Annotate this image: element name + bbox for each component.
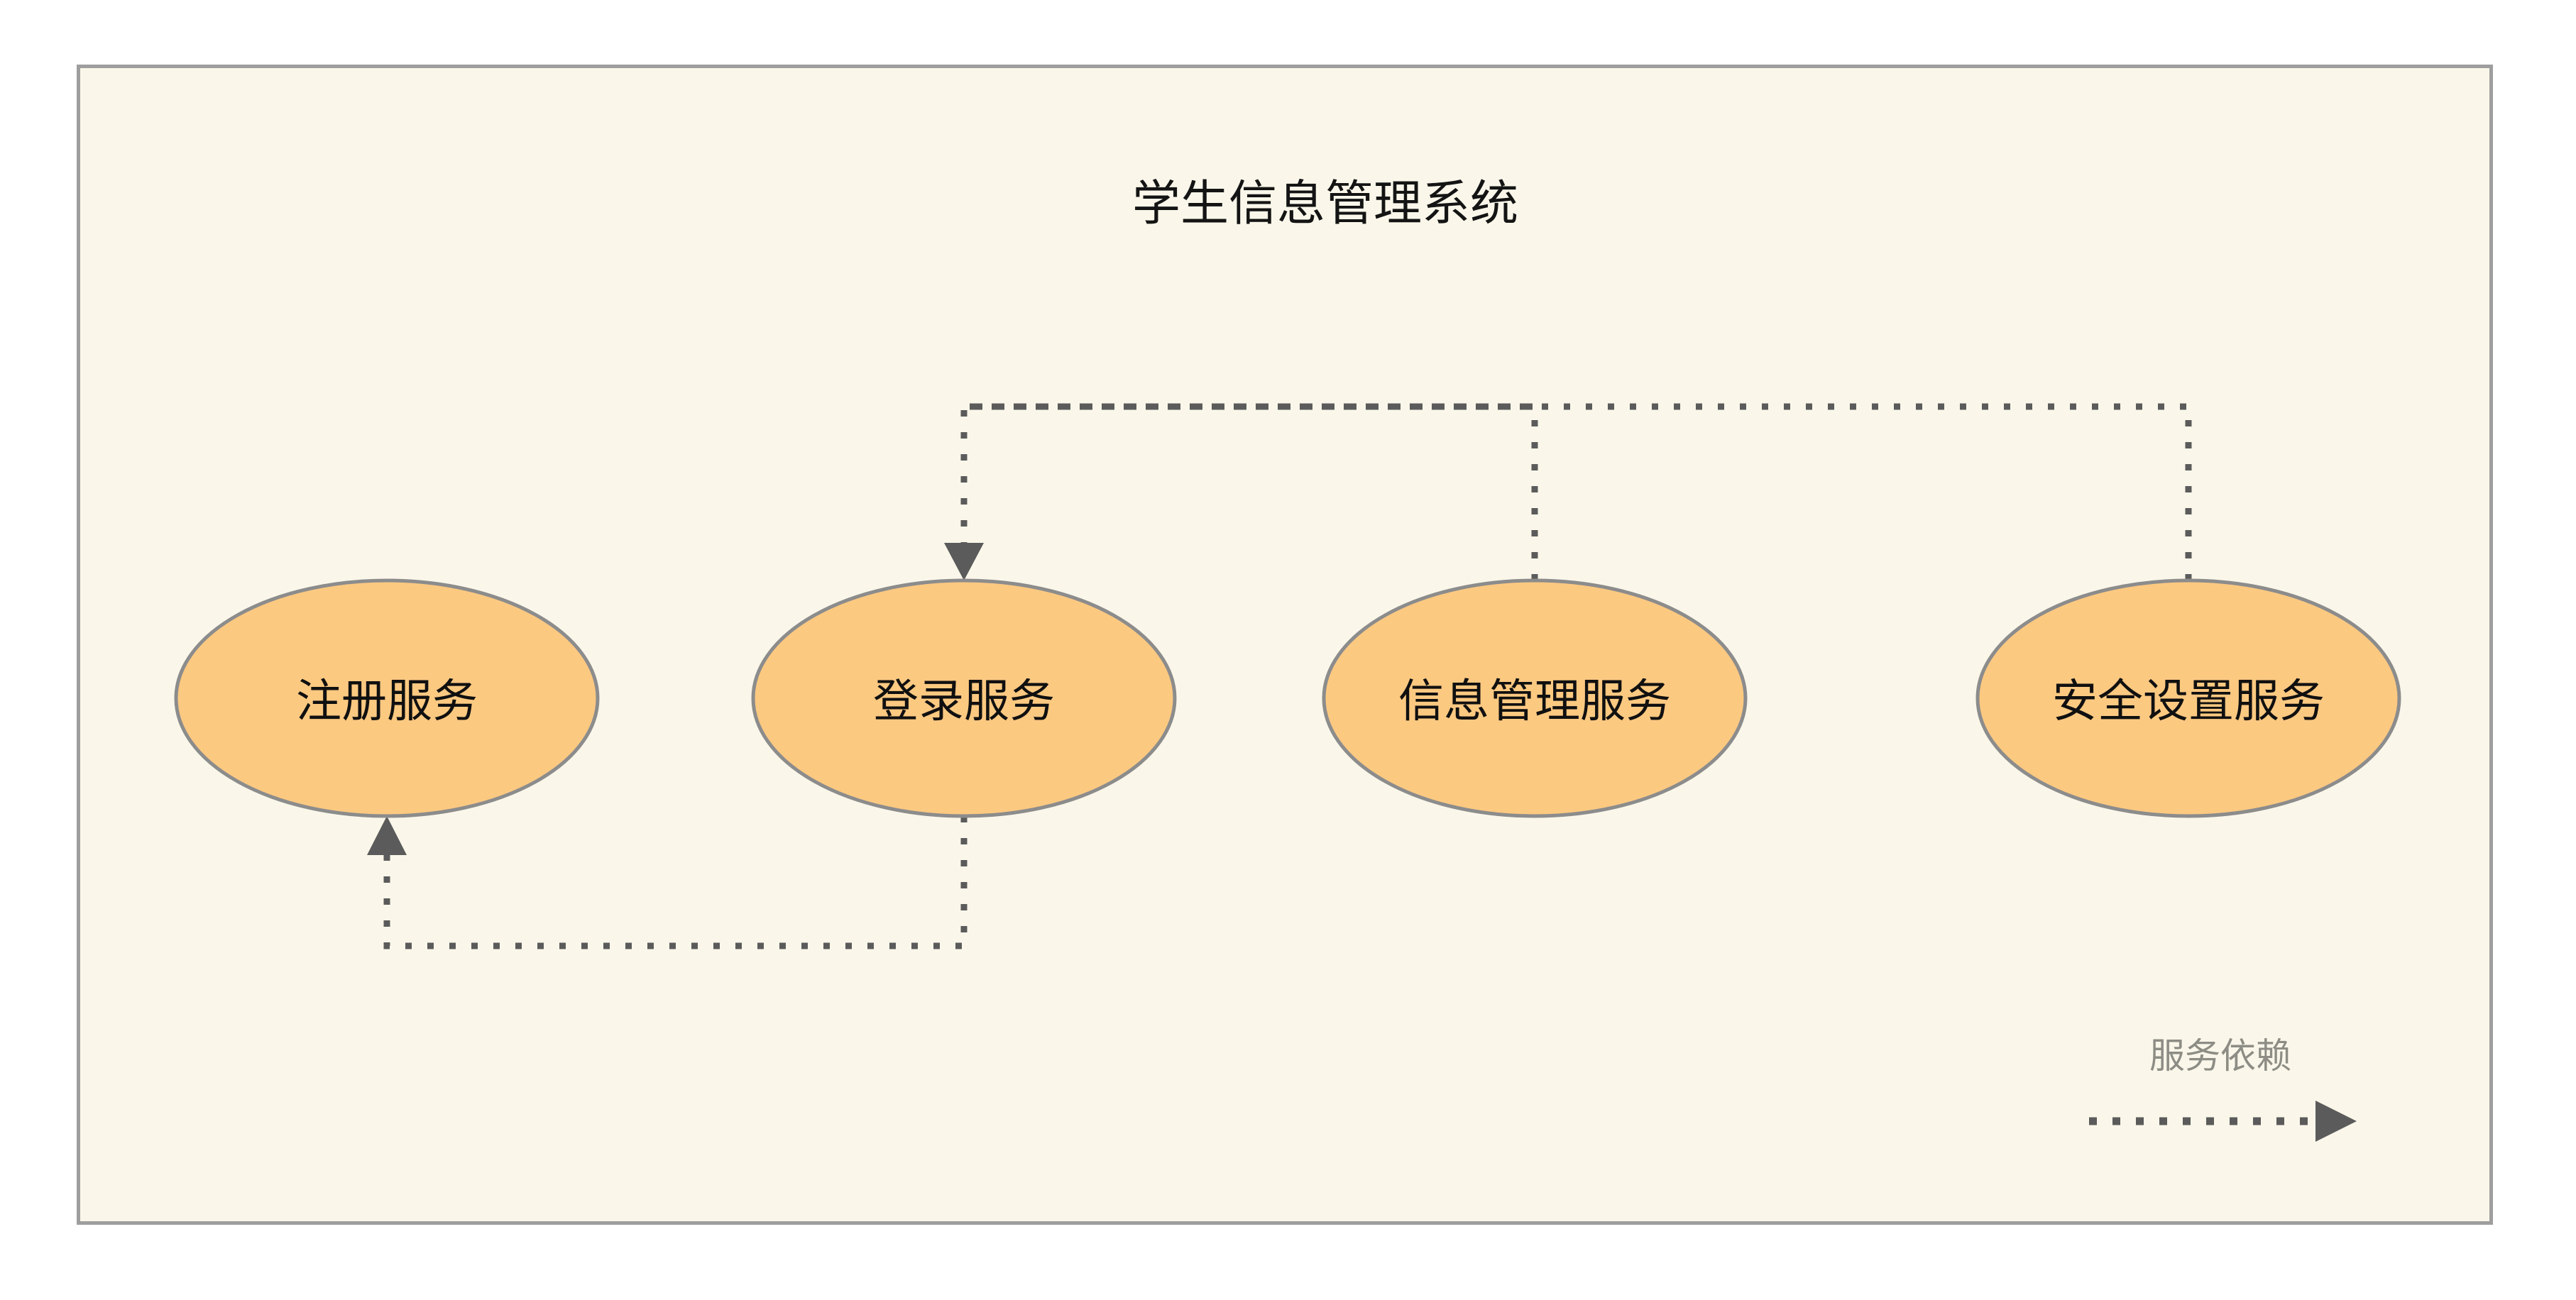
edge-info-to-login-path xyxy=(960,403,1538,580)
node-security-settings[interactable]: 安全设置服务 xyxy=(1975,578,2401,818)
node-security-settings-shape xyxy=(1975,578,2401,818)
node-security-settings-label: 安全设置服务 xyxy=(2052,676,2325,727)
edge-login-to-register-path xyxy=(383,816,968,949)
edge-login-to-register[interactable] xyxy=(383,816,968,949)
page-title: 学生信息管理系统 xyxy=(1132,177,1518,231)
edge-info-to-login[interactable] xyxy=(960,403,1538,580)
node-register[interactable]: 注册服务 xyxy=(174,578,600,818)
node-register-shape xyxy=(174,578,600,818)
node-info-management[interactable]: 信息管理服务 xyxy=(1322,578,1748,818)
legend-arrow-head-icon xyxy=(2315,1101,2357,1142)
arrow-head-into-login xyxy=(944,543,984,580)
legend: 服务依赖 xyxy=(2089,1036,2357,1142)
edge-security-to-login-path xyxy=(964,403,2192,580)
edge-security-to-login[interactable] xyxy=(964,403,2192,580)
node-login-label: 登录服务 xyxy=(873,676,1055,727)
node-info-management-label: 信息管理服务 xyxy=(1398,676,1671,727)
node-info-management-shape xyxy=(1322,578,1748,818)
node-login-shape xyxy=(751,578,1177,818)
node-login[interactable]: 登录服务 xyxy=(751,578,1177,818)
arrow-head-into-register xyxy=(367,816,407,855)
node-register-label: 注册服务 xyxy=(296,676,478,727)
legend-label: 服务依赖 xyxy=(2149,1036,2291,1076)
